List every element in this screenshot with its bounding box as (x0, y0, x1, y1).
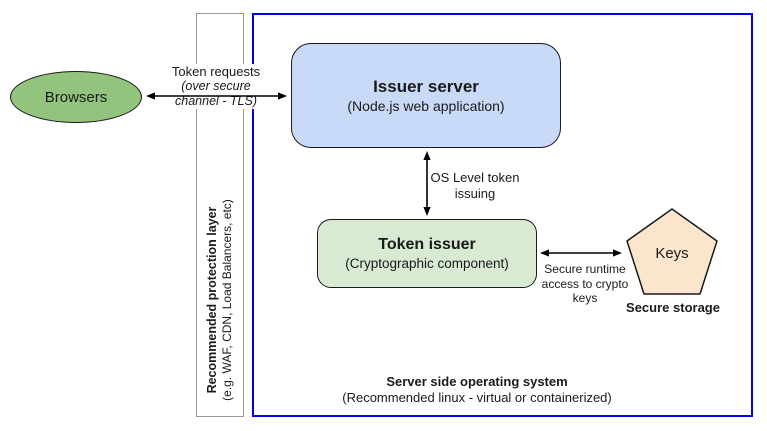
protection-layer-label: Recommended protection layer (e.g. WAF, … (205, 199, 235, 401)
token-requests-line3: channel - TLS) (175, 94, 257, 108)
token-requests-line1: Token requests (171, 64, 261, 79)
browsers-node: Browsers (10, 71, 142, 123)
secure-runtime-line3: keys (572, 291, 598, 305)
secure-runtime-line1: Secure runtime (544, 262, 626, 276)
keys-pentagon-shape (626, 208, 718, 295)
secure-runtime-arrow-label: Secure runtime access to crypto keys (542, 262, 629, 306)
token-issuer-node: Token issuer (Cryptographic component) (317, 219, 537, 288)
os-token-issuing-arrow-label: OS Level token issuing (431, 170, 520, 202)
operating-system-subtitle: (Recommended linux - virtual or containe… (342, 390, 612, 405)
token-issuer-title: Token issuer (378, 236, 476, 253)
secure-runtime-line2: access to crypto (541, 276, 629, 291)
protection-layer-subtitle: (e.g. WAF, CDN, Load Balancers, etc) (220, 199, 234, 401)
issuer-server-node: Issuer server (Node.js web application) (291, 43, 561, 148)
protection-layer-title: Recommended protection layer (205, 206, 219, 394)
keys-pentagon-icon: Keys (626, 208, 718, 295)
keys-label: Keys (655, 245, 688, 262)
issuer-server-subtitle: (Node.js web application) (347, 98, 505, 114)
browsers-label: Browsers (44, 88, 108, 106)
os-token-issuing-line2: issuing (454, 186, 496, 201)
operating-system-title: Server side operating system (386, 374, 568, 389)
issuer-server-title: Issuer server (373, 77, 479, 96)
token-issuer-subtitle: (Cryptographic component) (345, 256, 509, 271)
token-requests-arrow-label: Token requests (over secure channel - TL… (166, 64, 266, 109)
token-requests-line2: (over secure (181, 79, 251, 93)
operating-system-label: Server side operating system (Recommende… (342, 374, 612, 406)
os-token-issuing-line1: OS Level token (430, 170, 520, 185)
secure-storage-caption: Secure storage (626, 300, 720, 315)
